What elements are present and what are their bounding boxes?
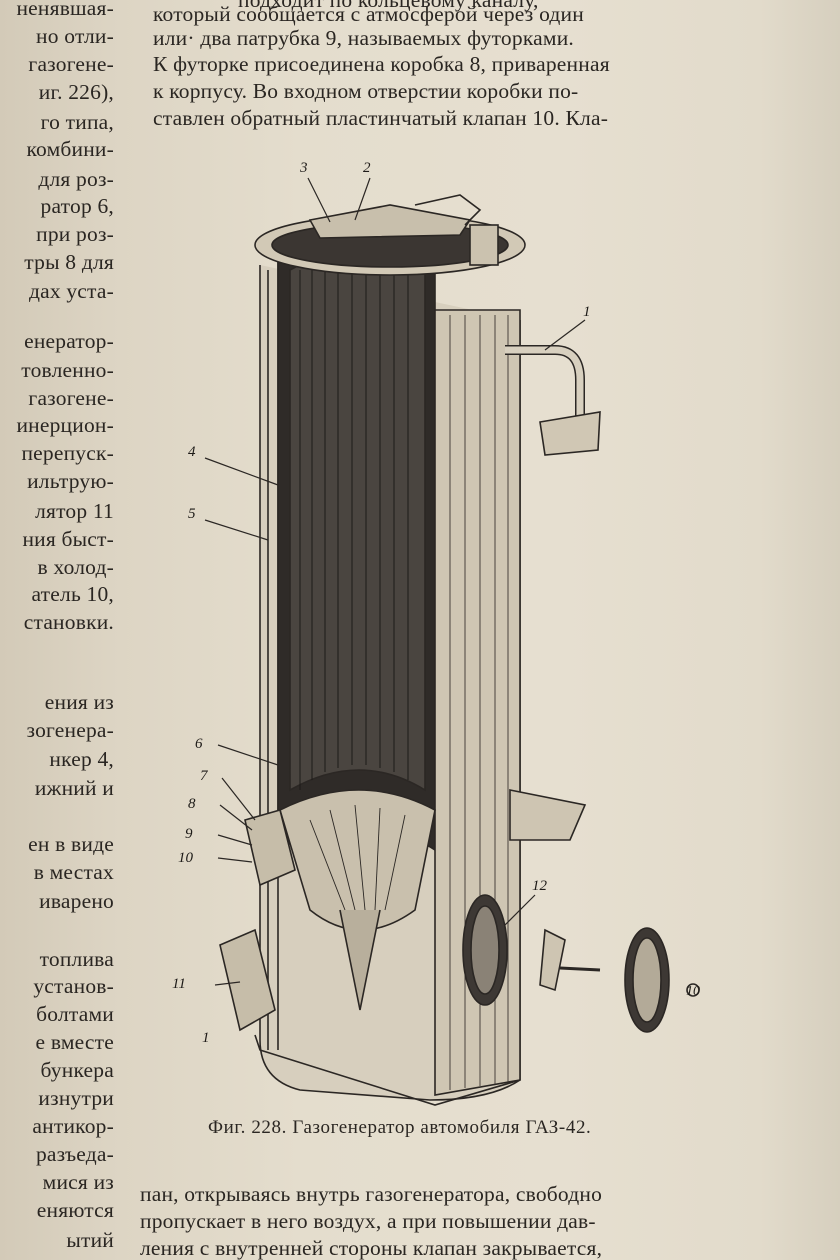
figure-caption: Фиг. 228. Газогенератор автомобиля ГАЗ-4… (208, 1117, 592, 1138)
left-column-line: мися из (42, 1170, 114, 1194)
left-column-line: установ- (33, 974, 114, 998)
text-line: который сообщается с атмосферой через од… (153, 2, 584, 26)
left-column-line: изнутри (38, 1086, 114, 1110)
left-column-line: инерцион- (16, 413, 114, 437)
left-column-line: перепуск- (21, 441, 114, 465)
left-column-line: зогенера- (26, 718, 114, 742)
left-column-line: бункера (40, 1058, 114, 1082)
left-column-line: но отли- (36, 24, 114, 48)
left-column-line: тры 8 для (24, 250, 114, 274)
figure-label: 2 (363, 160, 371, 176)
figure-label: 11 (172, 976, 186, 992)
text-line: пропускает в него воздух, а при повышени… (140, 1209, 596, 1233)
left-column-line: еняются (36, 1198, 114, 1222)
left-column-line: ижний и (34, 776, 114, 800)
left-column-line: ния быст- (22, 527, 114, 551)
left-column-line: комбини- (26, 137, 114, 161)
text-line: ления с внутренней стороны клапан закрыв… (140, 1236, 603, 1260)
left-column-line: болтами (36, 1002, 114, 1026)
left-column-line: антикор- (32, 1114, 114, 1138)
figure-label: 6 (195, 736, 203, 752)
text-line: ставлен обратный пластинчатый клапан 10.… (153, 106, 609, 130)
text-line: К футорке присоединена коробка 8, привар… (153, 52, 610, 76)
left-column-line: газогене- (28, 52, 114, 76)
left-column-line: иварено (39, 889, 114, 913)
figure-label: 4 (188, 444, 196, 460)
leader-lines (204, 177, 586, 986)
left-column-line: ильтрую- (27, 469, 114, 493)
left-column-line: ытий (66, 1228, 114, 1252)
left-column-line: ратор 6, (40, 194, 114, 218)
figure-label: 3 (299, 160, 308, 176)
text-line: к корпусу. Во входном отверстии коробки … (153, 79, 579, 103)
gas-generator-figure: 3 2 1 4 5 6 7 8 9 10 11 1 12 10 (172, 160, 700, 1106)
figure-label: 12 (532, 878, 548, 894)
left-column-line: товленно- (21, 358, 114, 382)
figure-label: 10 (686, 984, 700, 999)
gas-generator-drawing (219, 194, 700, 1106)
figure-label: 1 (583, 304, 591, 320)
left-column-line: е вместе (35, 1030, 114, 1054)
figure-label: 10 (178, 850, 194, 866)
left-column-line: газогене- (28, 386, 114, 410)
left-column-line: го типа, (40, 110, 114, 134)
text-line: или· два патрубка 9, называемых футоркам… (153, 26, 574, 50)
text-line-partial-top: подходит по кольцевому каналу, (238, 0, 539, 12)
left-column-line: в холод- (37, 555, 114, 579)
left-column-line: лятор 11 (35, 499, 114, 523)
left-column-line: для роз- (38, 167, 114, 191)
figure-label: 9 (185, 826, 193, 842)
figure-label: 8 (188, 796, 196, 812)
text-line: пан, открываясь внутрь газогенератора, с… (140, 1182, 603, 1206)
left-column-line: ненявшая- (16, 0, 114, 20)
left-column-line: при роз- (36, 222, 114, 246)
left-column-line: в местах (33, 860, 114, 884)
figure-label: 1 (202, 1030, 210, 1046)
left-column-line: енератор- (24, 329, 114, 353)
figure-label: 7 (200, 768, 209, 784)
left-column-line: атель 10, (31, 582, 114, 606)
left-column-line: ения из (44, 690, 114, 714)
figure-label: 5 (188, 506, 196, 522)
left-column-line: нкер 4, (49, 747, 114, 771)
left-column-line: ен в виде (28, 832, 114, 856)
left-column-line: дах уста- (28, 279, 114, 303)
left-column-line: иг. 226), (38, 80, 114, 104)
left-column-line: топлива (39, 947, 114, 971)
left-column-line: становки. (23, 610, 114, 634)
left-column-line: разъеда- (35, 1142, 114, 1166)
